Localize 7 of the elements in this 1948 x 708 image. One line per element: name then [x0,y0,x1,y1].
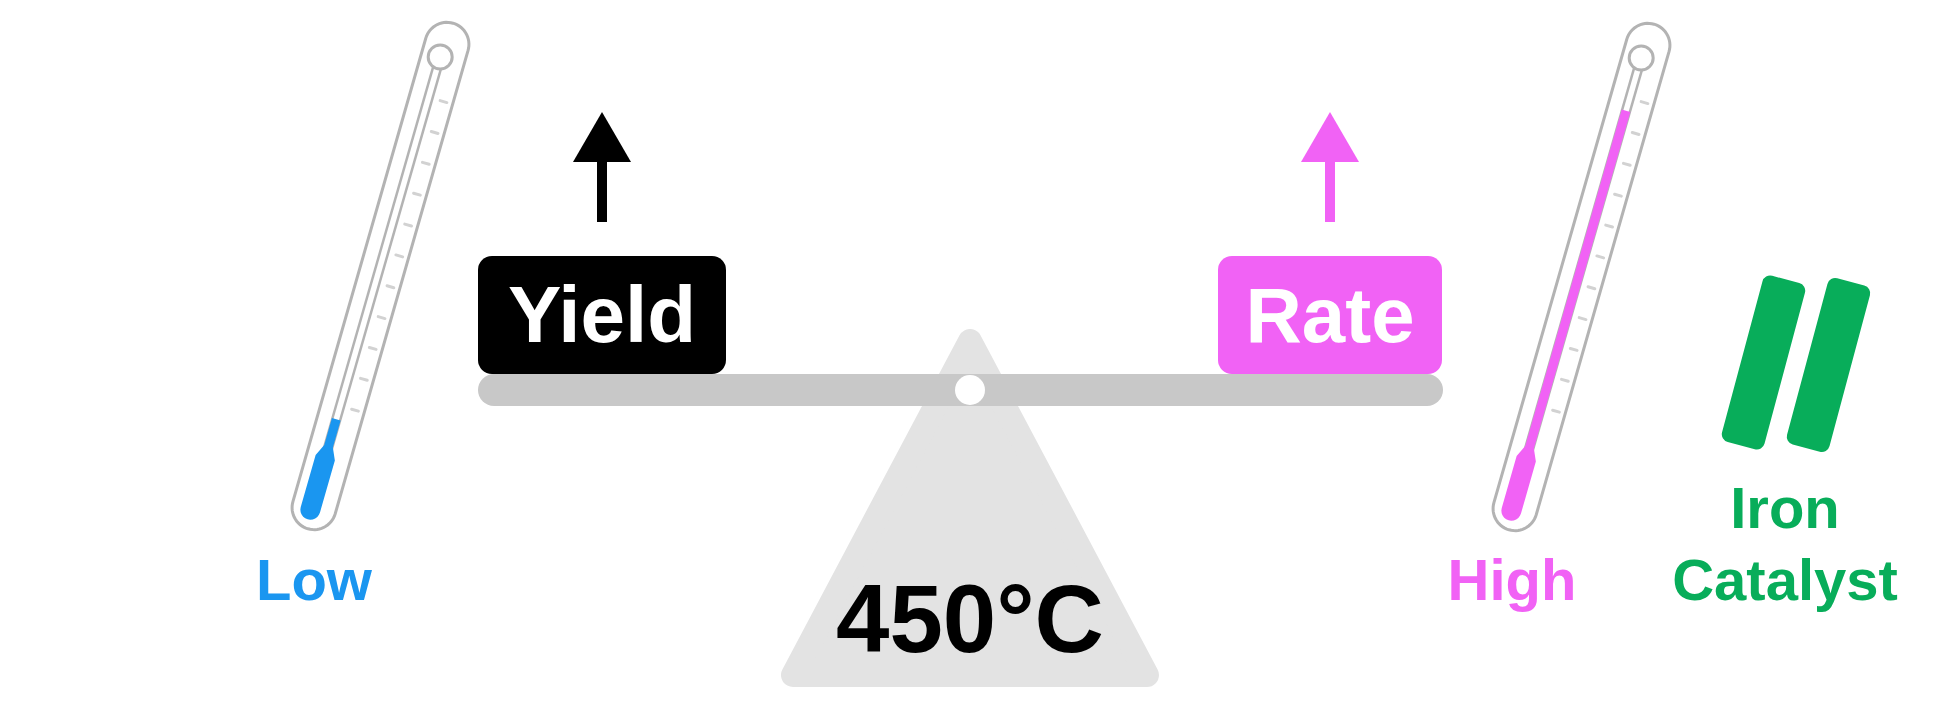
weight-box [478,256,726,374]
weight-box [1218,256,1442,374]
catalyst-label: Iron Catalyst [1671,474,1899,614]
thermometer-label: Low [256,551,372,609]
weight-label: Yield [507,275,697,355]
weight-label: Rate [1245,276,1415,354]
temperature-label: 450°C [836,571,1104,667]
